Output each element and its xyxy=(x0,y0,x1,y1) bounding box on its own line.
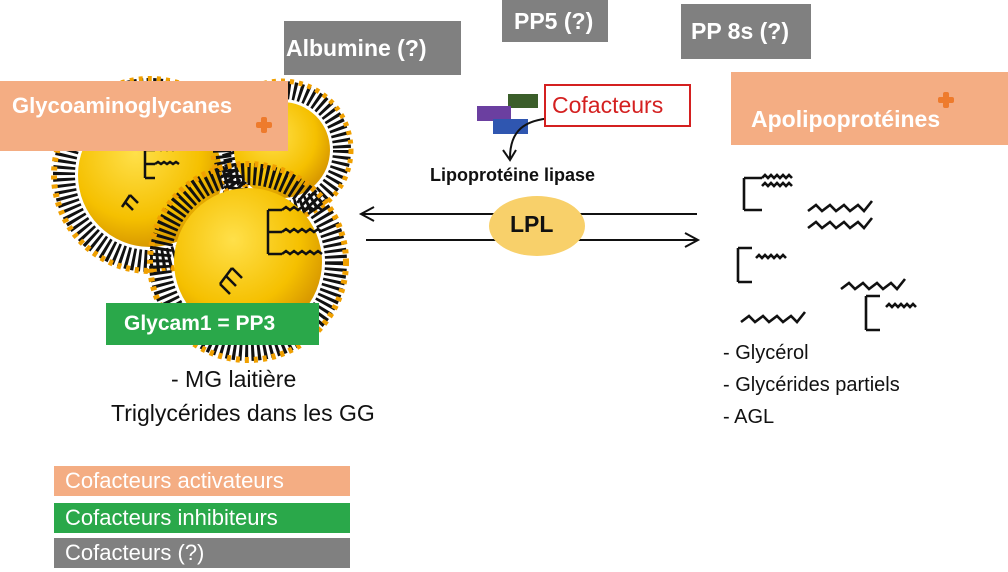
cofactor-block-purple xyxy=(477,106,511,121)
lpl-label: LPL xyxy=(510,211,554,237)
legend-unknown: Cofacteurs (?) xyxy=(54,538,350,568)
pp5-label: PP5 (?) xyxy=(502,0,608,42)
substrate-line-1: - MG laitière xyxy=(171,366,297,392)
arrow-left-icon xyxy=(358,206,375,222)
fatty-acid-chain xyxy=(807,217,874,230)
lpl-enzyme-ellipse xyxy=(489,196,585,256)
plus-activator-icon xyxy=(256,117,272,133)
legend-inhibitors: Cofacteurs inhibiteurs xyxy=(54,503,350,533)
glycoaminoglycanes-text: Glycoaminoglycanes xyxy=(12,93,233,118)
pp8s-label: PP 8s (?) xyxy=(681,4,811,59)
glyceride-glyph xyxy=(864,294,880,332)
product-item: - Glycérol xyxy=(723,342,809,364)
cofactor-block-green xyxy=(508,94,538,108)
legend-activators: Cofacteurs activateurs xyxy=(54,466,350,496)
substrate-line-2: Triglycérides dans les GG xyxy=(111,400,375,426)
glyceride-glyph xyxy=(736,246,752,284)
cofacteurs-label: Cofacteurs xyxy=(544,84,691,127)
fat-globule-3 xyxy=(147,161,349,363)
arrow-right-icon xyxy=(684,232,701,248)
lipoproteine-lipase-label: Lipoprotéine lipase xyxy=(430,165,596,185)
fatty-acid-chain xyxy=(840,278,907,291)
glycoaminoglycanes-label: Glycoaminoglycanes xyxy=(0,81,288,151)
product-item: - Glycérides partiels xyxy=(723,374,900,396)
product-item: - AGL xyxy=(723,406,775,428)
glyceride-glyph xyxy=(742,176,762,212)
fatty-acid-chain xyxy=(807,200,874,213)
arrow-head-icon xyxy=(502,149,517,162)
products-illustration xyxy=(736,173,917,332)
albumine-label: Albumine (?) xyxy=(284,21,461,75)
plus-activator-icon xyxy=(938,92,954,108)
triglyceride-glyph xyxy=(120,146,323,295)
apolipoproteines-text: Apolipoprotéines xyxy=(751,106,941,132)
glycam-label: Glycam1 = PP3 xyxy=(106,303,319,345)
fatty-acid-chain xyxy=(740,311,807,324)
apolipoproteines-label: Apolipoprotéines xyxy=(731,72,1008,145)
